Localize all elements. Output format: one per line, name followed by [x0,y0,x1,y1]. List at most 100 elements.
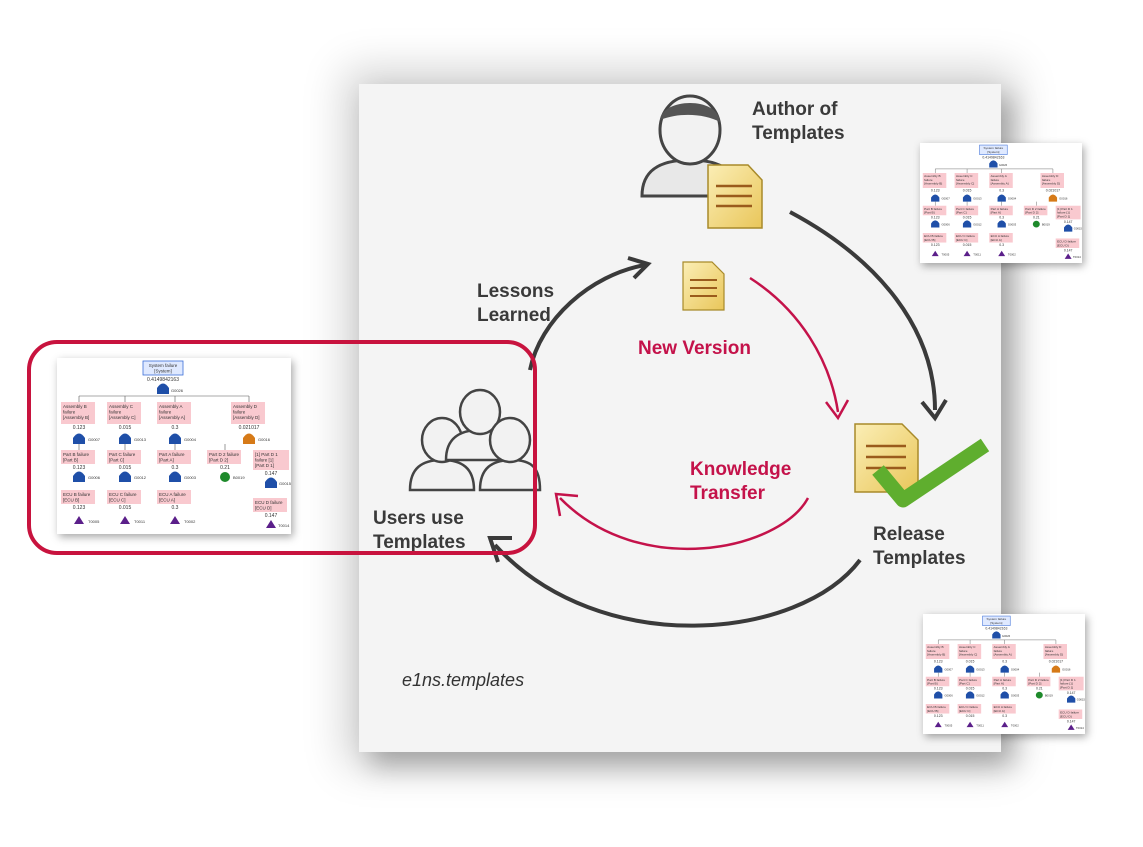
ft-ecu-label: ECU A failure[ECU A] [159,492,186,503]
ft-assembly-value: 0.123 [934,659,943,663]
ft-assembly-box [231,402,265,424]
ft-assembly-box [1040,173,1064,188]
ft-event-triangle [1067,724,1075,730]
ft-top-label: System failure[System] [149,363,178,374]
ft-event-label: T0011 [134,519,146,524]
ft-ecu-label: ECU D failure[ECU D] [1057,240,1076,248]
ft-part2-gate-label: G0015 [279,481,291,486]
ft-top-box [982,615,1011,626]
ft-part-gate-label: G0006 [88,475,101,480]
ft-basic-event [220,472,230,482]
ft-assembly-value: 0.015 [963,188,972,192]
ft-ecu-box [992,704,1016,714]
users-label: Users use Templates [373,507,466,555]
ft-assembly-value: 0.021017 [1046,188,1060,192]
ft-ecu-value: 0.147 [265,513,278,519]
arrow-knowledge-transfer [559,497,810,551]
fault-tree-svg: System failure[System] 0.4149842163G0026A… [922,144,1082,259]
ft-top-gate [157,383,169,394]
ft-assembly-gate-label: G0016 [258,437,271,442]
ft-assembly-gate-label: G0004 [1008,197,1017,201]
ft-ecu-label: ECU A failure[ECU A] [991,234,1010,242]
ft-ecu-box [989,233,1013,243]
ft-assembly-box [925,644,950,659]
ft-top-value: 0.4149842163 [982,156,1004,160]
ft-ecu-box [1055,238,1080,248]
lessons-label-line2: Learned [477,305,551,326]
ft-event-label: T0002 [1011,724,1019,728]
ft-part-gate-label: G0003 [1008,223,1017,227]
ft-ecu-value: 0.015 [119,505,132,511]
ft-event-label: T0005 [944,724,952,728]
ft-ecu-box [925,704,950,714]
arrowhead-new-version [825,399,850,421]
arrow-new-version [749,276,840,413]
author-label-line1: Author of [752,99,838,120]
lessons-label-line1: Lessons [477,281,555,302]
ft-ecu-value: 0.147 [1067,719,1076,723]
ft-ecu-value: 0.147 [1064,248,1073,252]
ft-event-triangle [966,721,974,728]
ft-assembly-box [992,644,1016,659]
ft-part2-box [1058,676,1084,691]
ft-assembly-gate [119,433,131,444]
arrow-author-to-release [789,210,937,411]
ft-top-gate [989,160,998,168]
ft-assembly-gate-label: G0013 [134,437,147,442]
ft-top-label: System failure[System] [984,146,1004,154]
ft-top-gate [992,631,1001,639]
ft-assembly-gate-label: G0007 [88,437,101,442]
checkmark-icon [872,438,990,508]
ft-part-label: Part C failure[Part C] [956,207,974,215]
users-group-icon [408,388,542,492]
ft-assembly-box [157,402,191,424]
ft-part-box [107,450,141,464]
ft-ecu-box [1058,709,1083,719]
ft-event-label: T0011 [976,724,984,728]
ft-assembly-gate-label: G0016 [1059,197,1068,201]
ft-part-label: Part D 2 failure[Part D 2] [1028,678,1049,686]
ft-part2-gate [1067,695,1076,703]
ft-part-value: 0.21 [1033,216,1040,220]
ft-assembly-gate [243,433,255,444]
ft-assembly-gate-label: G0013 [976,668,985,672]
ft-part-value: 0.21 [1036,687,1043,691]
arrowhead-release [920,398,948,422]
ft-part-value: 0.3 [1002,687,1007,691]
ft-part-label: Part B failure[Part B] [924,207,942,215]
ft-part-value: 0.123 [934,687,943,691]
ft-assembly-gate-label: G0007 [944,668,953,672]
new-version-document-icon [682,261,725,311]
ft-event-triangle [998,250,1006,257]
ft-part2-gate-label: G0015 [1074,227,1082,231]
ft-ecu-label: ECU B failure[ECU B] [63,492,91,503]
ft-ecu-box [107,490,141,504]
ft-part-box [957,676,982,687]
ft-part-value: 0.3 [999,216,1004,220]
ft-part-box [1023,205,1048,216]
ft-event-triangle [1001,721,1009,728]
ft-part-gate-label: G0012 [973,223,982,227]
fault-tree-svg: System failure[System]0.4149842163G0026A… [61,360,291,528]
arrowhead-author [627,256,652,280]
ft-event-label: T0002 [1008,253,1016,257]
ft-ecu-value: 0.3 [999,243,1004,247]
ft-assembly-gate [1048,194,1058,202]
ft-part-gate [169,471,181,482]
release-label-line2: Templates [873,548,966,569]
ft-ecu-value: 0.015 [966,714,975,718]
ft-basic-event [1032,220,1040,228]
ft-assembly-gate [965,665,975,673]
ft-assembly-gate-label: G0004 [1011,668,1020,672]
ft-assembly-box [954,173,979,188]
ft-top-gate-label: G0026 [999,163,1008,167]
ft-part-box [922,205,947,216]
